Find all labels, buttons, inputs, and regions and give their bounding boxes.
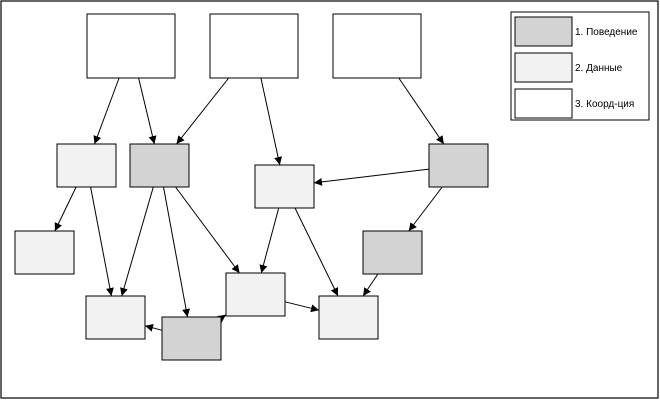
node-top3-coordination <box>332 13 422 79</box>
node-b2-behavior <box>362 230 423 275</box>
edge-c4-to-c2 <box>217 314 227 323</box>
edge-top3-to-a4 <box>398 77 445 145</box>
edge-b2-to-c3 <box>362 273 379 297</box>
node-a3-data <box>254 164 315 209</box>
edge-c2-to-c3 <box>284 301 320 313</box>
edge-top2-to-a2 <box>176 77 230 145</box>
edge-top1-to-a2 <box>138 77 157 145</box>
edge-a3-to-c2 <box>259 207 280 274</box>
edge-a2-to-c1 <box>120 186 154 297</box>
edge-top2-to-a3 <box>260 77 283 166</box>
edge-a1-to-b1 <box>54 186 77 232</box>
legend-label-data: 2. Данные <box>575 63 623 74</box>
edge-a4-to-a3 <box>313 168 430 186</box>
node-c1-data <box>85 295 146 340</box>
node-b1-data <box>14 230 75 275</box>
edge-c4-to-c1 <box>144 323 163 332</box>
legend-swatch-coordination <box>514 88 573 119</box>
edge-a2-to-c2 <box>175 186 240 274</box>
node-c2-data <box>225 272 286 317</box>
node-a1-data <box>56 143 117 188</box>
nodes-layer <box>14 13 489 361</box>
edge-a4-to-b2 <box>408 186 443 232</box>
node-top1-coordination <box>86 13 176 79</box>
node-a4-behavior <box>428 143 489 188</box>
node-c4-behavior <box>161 316 222 361</box>
legend-swatch-data <box>514 52 573 83</box>
edge-top1-to-a1 <box>93 77 120 145</box>
node-a2-behavior <box>129 143 190 188</box>
edges-layer <box>54 77 445 332</box>
legend-label-coordination: 3. Коорд-ция <box>575 99 634 110</box>
legend-label-behavior: 1. Поведение <box>575 27 638 38</box>
edge-a1-to-c1 <box>90 186 114 297</box>
edge-a3-to-c3 <box>294 207 339 297</box>
node-c3-data <box>318 295 379 340</box>
legend-swatch-behavior <box>514 16 573 47</box>
node-top2-coordination <box>209 13 299 79</box>
edge-a2-to-c4 <box>163 186 190 318</box>
legend: 1. Поведение 2. Данные 3. Коорд-ция <box>510 11 650 121</box>
